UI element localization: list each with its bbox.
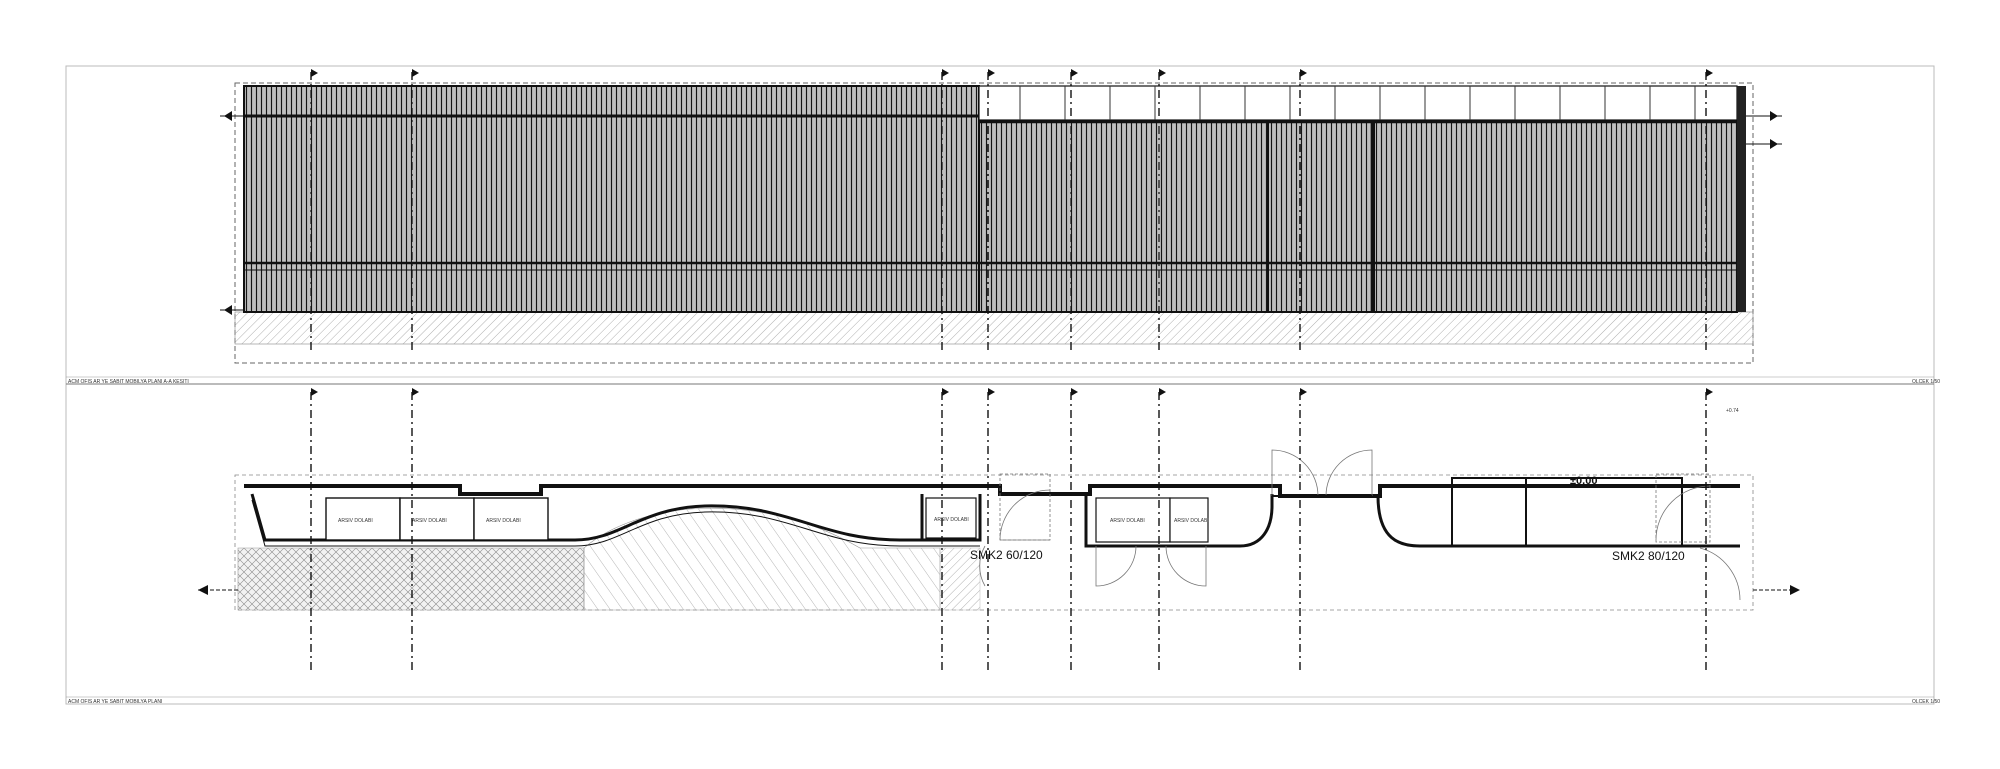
elevation-boundary — [234, 82, 1754, 364]
plan-title: ACM OFIS AR YE SABIT MOBILYA PLANI — [68, 699, 162, 705]
room-right — [1451, 477, 1683, 547]
section-marker-left — [198, 585, 238, 595]
plan-boundary — [234, 474, 1754, 611]
grid-axes-plan — [310, 392, 1707, 672]
door-panel — [1267, 121, 1375, 313]
door-swing-1 — [979, 473, 1051, 587]
plan-inner-wall — [250, 493, 980, 542]
section-marker-right — [1753, 585, 1800, 595]
ground-hatch — [234, 311, 1754, 345]
elevation-title: ACM OFIS AR YE SABIT MOBILYA PLANI A-A K… — [68, 379, 189, 385]
grid-axis-flags-elevation — [311, 69, 1713, 77]
plan-outer-wall — [244, 484, 1740, 498]
double-door — [1271, 449, 1373, 497]
door-swing-2 — [1095, 545, 1207, 587]
cabinet-label: ARSIV DOLABI — [1174, 518, 1209, 524]
cabinet-middle — [925, 497, 977, 539]
elevation-view: ACM OFIS AR YE SABIT MOBILYA PLANI A-A K… — [68, 69, 1940, 385]
paving-area-left — [237, 547, 585, 611]
grid-axes-elevation — [310, 72, 1707, 352]
cabinet-label: ARSIV DOLABI — [338, 518, 373, 524]
cabinet-label: ARSIV DOLABI — [934, 517, 969, 523]
plan-right-room — [1376, 495, 1740, 548]
room-note: +0.74 — [1726, 408, 1739, 414]
cabinet-label: ARSIV DOLABI — [1110, 518, 1145, 524]
clerestory-window-band — [978, 85, 1738, 121]
cabinet-group-middle — [1095, 497, 1209, 543]
end-column — [1737, 86, 1746, 312]
level-label: ±0.00 — [1570, 475, 1597, 487]
cabinet-label: ARSIV DOLABI — [486, 518, 521, 524]
slatted-wall-left — [243, 85, 980, 313]
elevation-scale: OLCEK 1/50 — [1912, 379, 1940, 385]
curved-hatch-area — [583, 507, 941, 611]
level-marker-right — [1746, 111, 1782, 149]
plan-scale: OLCEK 1/50 — [1912, 699, 1940, 705]
cabinet-label: ARSIV DOLABI — [412, 518, 447, 524]
slatted-wall-right — [978, 119, 1738, 313]
door-tag-2: SMK2 80/120 — [1612, 549, 1685, 563]
level-marker-left — [220, 111, 244, 315]
door-tag-1: SMK2 60/120 — [970, 548, 1043, 562]
sheet-frame — [65, 65, 1935, 705]
grid-axis-flags-plan — [311, 388, 1713, 396]
plan-view: ARSIV DOLABI ARSIV DOLABI ARSIV DOLABI A… — [68, 388, 1940, 705]
door-swing-3 — [1655, 473, 1741, 601]
